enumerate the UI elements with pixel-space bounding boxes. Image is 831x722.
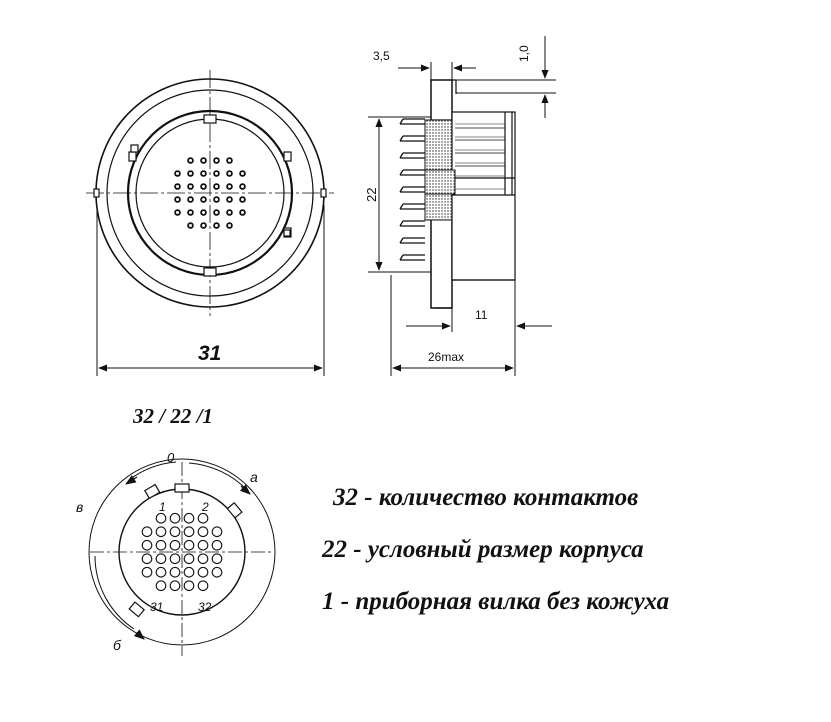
rear-pin-tip — [399, 254, 404, 261]
scheme-pin — [183, 580, 195, 592]
dim-flange-step: 1,0 — [517, 45, 531, 62]
front-pin — [226, 170, 233, 177]
rear-pin-tip — [399, 169, 404, 176]
front-pin — [239, 170, 246, 177]
front-pin — [174, 196, 181, 203]
scheme-label-b: б — [113, 637, 122, 653]
scheme-pin — [169, 553, 181, 565]
rear-pin-tip — [399, 135, 404, 142]
dim-height: 22 — [364, 188, 379, 202]
scheme-pin — [169, 566, 181, 578]
scheme-pin — [155, 566, 167, 578]
scheme-pin — [155, 553, 167, 565]
dim-body-length: 11 — [475, 308, 488, 322]
scheme-pin — [197, 553, 209, 565]
front-pin — [226, 157, 233, 164]
scheme-pin — [141, 553, 153, 565]
scheme-pin — [141, 526, 153, 538]
front-pin — [174, 183, 181, 190]
legend-line-1: 32 - количество контактов — [333, 484, 639, 511]
connector-code: 32 / 22 /1 — [133, 404, 213, 428]
dim-flange-thickness: 3,5 — [373, 49, 390, 63]
scheme-pin — [197, 566, 209, 578]
front-pin — [187, 157, 194, 164]
front-pin — [187, 183, 194, 190]
side-dimensions — [368, 36, 556, 376]
scheme-pin — [169, 539, 181, 551]
rear-pin-tip — [399, 152, 404, 159]
dim-diameter: 31 — [198, 342, 221, 365]
front-pin — [239, 209, 246, 216]
scheme-pin — [183, 553, 195, 565]
scheme-pin — [197, 580, 209, 592]
scheme-pin — [155, 539, 167, 551]
front-pin — [213, 222, 220, 229]
rear-pin-tip — [399, 220, 404, 227]
scheme-pin — [183, 526, 195, 538]
front-pin — [213, 183, 220, 190]
scheme-pin — [183, 566, 195, 578]
contact-layout-scheme — [88, 458, 276, 656]
scheme-pin — [169, 526, 181, 538]
scheme-pin — [169, 512, 181, 524]
front-pin — [187, 170, 194, 177]
front-pin — [200, 170, 207, 177]
dimension-31 — [96, 205, 325, 376]
front-pin — [187, 209, 194, 216]
front-pin — [213, 196, 220, 203]
front-pin — [200, 196, 207, 203]
legend-line-2: 22 - условный размер корпуса — [322, 536, 644, 563]
contact-1-label: 1 — [159, 500, 166, 514]
front-pin — [187, 196, 194, 203]
contact-31-label: 31 — [150, 600, 163, 614]
front-pin — [226, 209, 233, 216]
scheme-label-a: а — [250, 469, 258, 485]
front-pin — [226, 222, 233, 229]
legend-line-3: 1 - приборная вилка без кожуха — [322, 588, 670, 615]
scheme-pin — [197, 539, 209, 551]
front-pin — [239, 196, 246, 203]
scheme-pin — [183, 512, 195, 524]
front-pin — [239, 183, 246, 190]
rear-pin-tip — [399, 237, 404, 244]
side-view — [399, 79, 516, 309]
front-pin — [213, 170, 220, 177]
scheme-pin — [155, 526, 167, 538]
scheme-pin — [141, 566, 153, 578]
scheme-label-top: 0 — [167, 450, 175, 465]
scheme-pin — [141, 539, 153, 551]
scheme-pin — [155, 580, 167, 592]
front-pin — [200, 183, 207, 190]
front-pin — [200, 222, 207, 229]
scheme-pin — [169, 580, 181, 592]
front-pin — [213, 157, 220, 164]
contact-32-label: 32 — [198, 600, 212, 614]
front-pin — [226, 196, 233, 203]
scheme-pin — [197, 512, 209, 524]
front-view — [86, 70, 334, 316]
scheme-pin — [211, 526, 223, 538]
rear-pin-tip — [399, 118, 404, 125]
scheme-pin — [155, 512, 167, 524]
scheme-pin — [211, 553, 223, 565]
front-pin — [226, 183, 233, 190]
front-pin — [200, 209, 207, 216]
scheme-pin — [211, 539, 223, 551]
scheme-label-v: в — [76, 499, 83, 515]
front-pin — [187, 222, 194, 229]
scheme-pin — [197, 526, 209, 538]
front-pin — [200, 157, 207, 164]
front-pin — [174, 209, 181, 216]
front-pin — [213, 209, 220, 216]
scheme-pin — [211, 566, 223, 578]
dim-total-length: 26max — [428, 350, 464, 364]
front-pin — [174, 170, 181, 177]
rear-pin-tip — [399, 203, 404, 210]
contact-2-label: 2 — [201, 500, 209, 514]
scheme-pin — [183, 539, 195, 551]
rear-pin-tip — [399, 186, 404, 193]
